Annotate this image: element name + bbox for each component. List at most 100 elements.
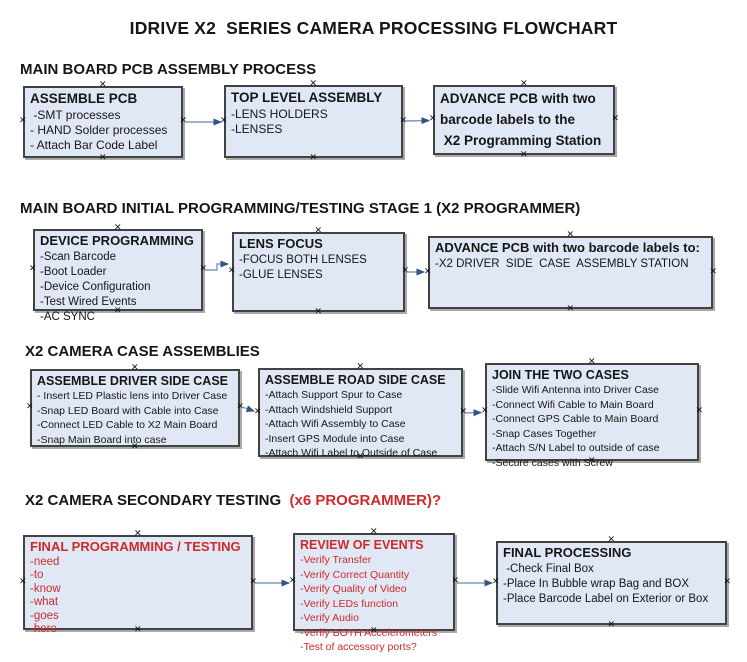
box-header: ASSEMBLE ROAD SIDE CASE: [265, 373, 446, 387]
connection-handle-icon: ✕: [254, 406, 262, 417]
connection-handle-icon: ✕: [566, 304, 575, 314]
connection-handle-icon: ✕: [695, 406, 703, 416]
box-item: -Place Barcode Label on Exterior or Box: [503, 592, 709, 605]
connection-handle-icon: ✕: [99, 80, 107, 90]
box-item: -Connect Wifi Cable to Main Board: [492, 398, 654, 411]
connection-handle-icon: ✕: [459, 406, 467, 417]
box-item: -Verify Correct Quantity: [300, 568, 410, 581]
connection-handle-icon: ✕: [314, 307, 323, 317]
box-item: -AC SYNC: [40, 310, 95, 323]
box-header: ASSEMBLE DRIVER SIDE CASE: [37, 374, 229, 388]
box-item: -Scan Barcode: [40, 250, 117, 263]
box-header: ASSEMBLE PCB: [30, 91, 138, 106]
connection-handle-icon: ✕: [723, 577, 731, 587]
box-header: DEVICE PROGRAMMING: [40, 233, 194, 248]
box-item: -Verify Transfer: [300, 554, 372, 567]
connection-handle-icon: ✕: [607, 535, 616, 545]
connection-handle-icon: ✕: [114, 223, 122, 233]
box-header: ADVANCE PCB with two barcode labels to:: [435, 240, 700, 255]
page-title: IDRIVE X2 SERIES CAMERA PROCESSING FLOWC…: [129, 18, 618, 38]
flow-box-assemble-road-side-case: ASSEMBLE ROAD SIDE CASE -Attach Support …: [254, 363, 467, 462]
box-item: -Test Wired Events: [40, 295, 137, 308]
connection-handle-icon: ✕: [611, 114, 619, 124]
arrow-driver-case-to-road-case: [241, 405, 255, 412]
connection-handle-icon: ✕: [607, 620, 616, 630]
flow-box-advance-pcb-driver-side: ADVANCE PCB with two barcode labels to: …: [424, 231, 717, 314]
flow-box-device-programming: DEVICE PROGRAMMING -Scan Barcode -Boot L…: [29, 224, 207, 323]
box-item: -Test of accessory ports?: [300, 641, 417, 654]
box-item: -Connect LED Cable to X2 Main Board: [37, 419, 218, 432]
connection-handle-icon: ✕: [520, 150, 528, 160]
flow-box-assemble-driver-side-case: ASSEMBLE DRIVER SIDE CASE - Insert LED P…: [26, 364, 244, 452]
connection-handle-icon: ✕: [309, 79, 318, 89]
section-heading-text: MAIN BOARD PCB ASSEMBLY PROCESS: [20, 61, 317, 78]
box-item: - Attach Bar Code Label: [30, 137, 158, 152]
box-item: -Place In Bubble wrap Bag and BOX: [503, 577, 690, 590]
flow-box-assemble-pcb: ASSEMBLE PCB -SMT processes - HAND Solde…: [19, 81, 187, 163]
connection-handle-icon: ✕: [199, 264, 207, 274]
connection-handle-icon: ✕: [399, 115, 407, 126]
connection-handle-icon: ✕: [134, 529, 142, 539]
flow-box-final-processing: FINAL PROCESSING -Check Final Box -Place…: [492, 536, 731, 630]
connection-handle-icon: ✕: [424, 266, 432, 277]
connection-handle-icon: ✕: [429, 114, 437, 124]
box-item: -Snap Main Board into case: [37, 433, 167, 446]
box-item: -Secure cases with Screw: [492, 456, 613, 469]
flow-box-join-the-two-cases: JOIN THE TWO CASES -Slide Wifi Antenna i…: [481, 358, 703, 469]
box-item: -Check Final Box: [503, 562, 594, 575]
connection-handle-icon: ✕: [249, 576, 257, 587]
box-item: -here: [30, 623, 57, 636]
section-heading-case-assemblies: X2 CAMERA CASE ASSEMBLIES: [25, 343, 260, 360]
box-item: -goes: [30, 609, 59, 622]
arrow-device-programming-to-lens-focus: [205, 260, 229, 271]
box-item: -SMT processes: [30, 107, 121, 122]
connection-handle-icon: ✕: [520, 79, 528, 89]
connection-handle-icon: ✕: [228, 266, 236, 276]
connection-handle-icon: ✕: [370, 527, 378, 537]
connection-handle-icon: ✕: [309, 153, 318, 163]
box-item: -Verify Audio: [300, 612, 359, 625]
connection-handle-icon: ✕: [481, 406, 489, 416]
box-item: -Attach Wifi Label to Outside of Case: [265, 447, 438, 460]
arrow-top-level-to-advance-pcb: [404, 117, 430, 125]
box-item: -X2 DRIVER SIDE CASE ASSEMBLY STATION: [435, 257, 689, 270]
connection-handle-icon: ✕: [26, 402, 34, 412]
box-item: -Verify BOTH Accelerometers: [300, 626, 438, 639]
box-header: JOIN THE TWO CASES: [492, 368, 629, 382]
connection-handle-icon: ✕: [289, 576, 297, 586]
box-item: -Boot Loader: [40, 265, 107, 278]
flow-box-lens-focus: LENS FOCUS -FOCUS BOTH LENSES -GLUE LENS…: [228, 227, 409, 317]
box-item: -Insert GPS Module into Case: [265, 432, 405, 445]
box-item: -know: [30, 582, 61, 595]
box-item: - HAND Solder processes: [30, 122, 168, 137]
flow-box-final-programming-testing: FINAL PROGRAMMING / TESTING -need -to -k…: [19, 530, 257, 636]
box-header: LENS FOCUS: [239, 236, 323, 251]
connection-handle-icon: ✕: [401, 266, 409, 276]
box-item: -Connect GPS Cable to Main Board: [492, 413, 659, 426]
box-header: FINAL PROGRAMMING / TESTING: [30, 539, 241, 554]
flow-box-review-of-events: REVIEW OF EVENTS -Verify Transfer -Verif…: [289, 528, 459, 654]
box-item: -Verify LEDs function: [300, 597, 399, 610]
connection-handle-icon: ✕: [131, 363, 139, 373]
connection-handle-icon: ✕: [588, 357, 596, 367]
box-item: -Attach S/N Label to outside of case: [492, 442, 660, 455]
box-item: -FOCUS BOTH LENSES: [239, 253, 367, 266]
connection-handle-icon: ✕: [179, 116, 187, 126]
box-item: -Attach Windshield Support: [265, 403, 393, 416]
connection-handle-icon: ✕: [451, 576, 459, 586]
connection-handle-icon: ✕: [29, 264, 37, 274]
connection-handle-icon: ✕: [356, 362, 365, 372]
connection-handle-icon: ✕: [236, 402, 244, 412]
box-item: -Verify Quality of Video: [300, 583, 407, 596]
connection-handle-icon: ✕: [566, 230, 575, 240]
connection-handle-icon: ✕: [19, 576, 27, 587]
box-item: -Snap Cases Together: [492, 427, 597, 440]
box-item: -Snap LED Board with Cable into Case: [37, 404, 219, 417]
box-header: FINAL PROCESSING: [503, 545, 632, 560]
arrow-road-case-to-join-cases: [464, 409, 482, 417]
connection-handle-icon: ✕: [220, 115, 228, 126]
section-heading-red-text: (x6 PROGRAMMER)?: [289, 492, 442, 509]
box-item: -need: [30, 555, 60, 568]
connection-handle-icon: ✕: [492, 577, 500, 587]
